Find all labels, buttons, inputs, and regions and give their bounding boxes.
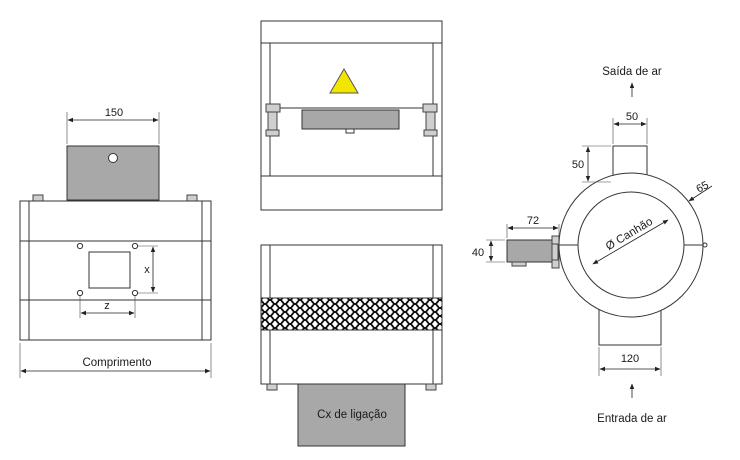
front-bolt-hole	[131, 242, 139, 250]
side-foot-left	[266, 383, 278, 391]
dim-label-150: 150	[105, 107, 123, 119]
junction-box-label: Cx de ligação	[317, 409, 387, 421]
front-view: 150 x z Comprimento	[19, 107, 212, 378]
front-bolt-hole	[76, 289, 84, 297]
dim-line-ring	[688, 185, 713, 202]
side-view: Cx de ligação	[260, 244, 443, 447]
top-clamp-left	[265, 103, 281, 137]
warning-triangle-icon	[329, 68, 359, 94]
top-clamp-right	[422, 103, 438, 137]
front-bolt-hole	[76, 242, 84, 250]
dim-label-z: z	[104, 300, 110, 312]
front-inspection-window	[88, 251, 131, 289]
dim-label-x: x	[144, 264, 150, 276]
dim-label-ring: 65	[694, 179, 710, 195]
front-bolt-hole	[131, 289, 139, 297]
dim-label-outlet-height: 50	[572, 159, 584, 171]
dim-line-bore	[592, 219, 669, 265]
inner-bore	[577, 191, 685, 299]
inlet-label: Entrada de ar	[597, 413, 667, 425]
front-foot-left	[32, 194, 44, 202]
side-foot-right	[425, 383, 437, 391]
dim-label-flange-length: 72	[527, 215, 539, 227]
front-cable-gland-hole	[108, 153, 118, 163]
top-junction-box	[301, 109, 400, 130]
dim-label-inlet-width: 120	[621, 353, 639, 365]
dim-label-length: Comprimento	[82, 357, 151, 369]
side-heating-grid	[260, 297, 443, 331]
outlet-label: Saída de ar	[602, 66, 662, 78]
front-foot-right	[186, 194, 198, 202]
top-view	[260, 20, 443, 211]
section-view: Saída de ar Entrada de ar 50 50 65 72 40…	[472, 66, 713, 425]
dim-label-flange-height: 40	[472, 247, 484, 259]
dim-label-outlet-width: 50	[626, 111, 638, 123]
side-junction-flange	[506, 239, 553, 263]
side-junction-box	[297, 383, 406, 447]
